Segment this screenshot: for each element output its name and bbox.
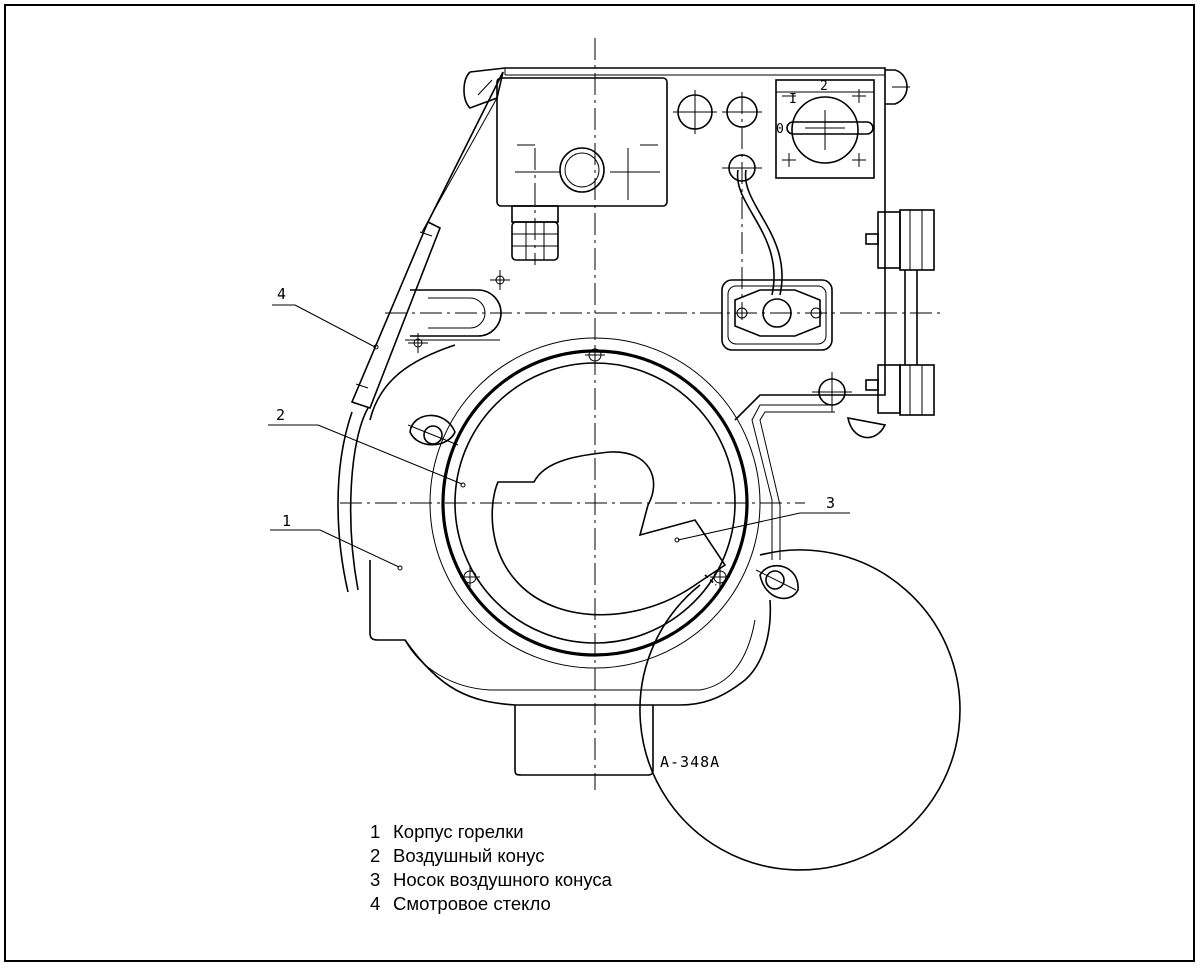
- callout-1-num: 1: [282, 512, 291, 530]
- mounting-lugs: [407, 345, 799, 600]
- switch-label-1: I: [789, 92, 797, 107]
- air-cone: [429, 337, 961, 871]
- callout-2: 2: [268, 406, 466, 488]
- terminal-box: [496, 77, 668, 261]
- side-latches: [865, 209, 935, 416]
- flange: [721, 279, 833, 351]
- legend-text: Воздушный конус: [393, 845, 545, 866]
- round-holes: [673, 90, 852, 412]
- cable: [736, 169, 783, 296]
- switch-label-0: 0: [776, 122, 784, 137]
- burner-housing: [337, 67, 910, 776]
- switch-panel: I 2 0: [775, 79, 875, 179]
- callout-3: 3: [674, 494, 850, 543]
- drawing-code: A-348A: [660, 753, 720, 771]
- callout-4-num: 4: [277, 285, 286, 303]
- legend-text: Смотровое стекло: [393, 893, 551, 914]
- drawing-frame: [4, 4, 1195, 962]
- switch-label-2: 2: [820, 79, 828, 94]
- callout-1: 1: [270, 512, 403, 571]
- legend-text: Носок воздушного конуса: [393, 869, 612, 890]
- sight-slot: [410, 289, 502, 337]
- callout-4: 4: [272, 285, 379, 350]
- callout-2-num: 2: [276, 406, 285, 424]
- small-screws: [408, 270, 510, 353]
- callout-3-num: 3: [826, 494, 835, 512]
- legend-text: Корпус горелки: [393, 821, 524, 842]
